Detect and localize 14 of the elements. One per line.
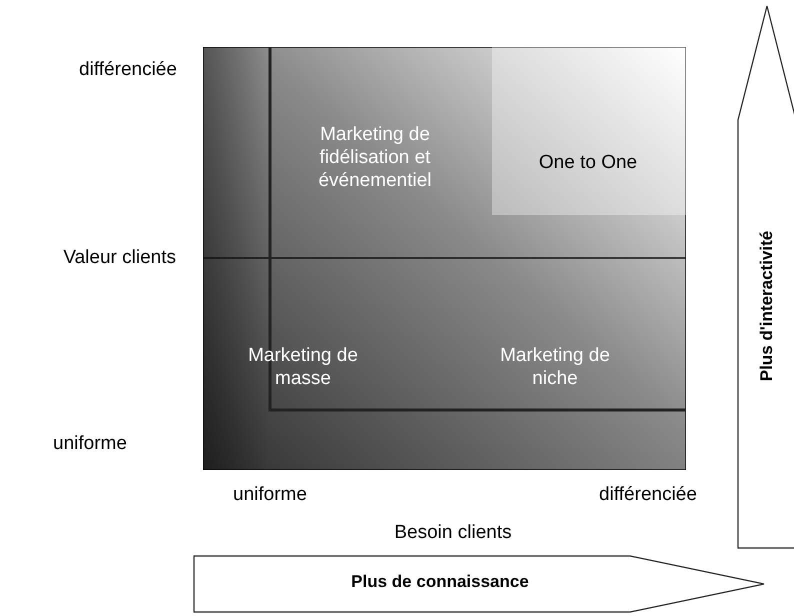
quadrant-label: Marketing de masse (247, 344, 359, 390)
quadrant-label: One to One (538, 150, 638, 174)
up-arrow-shape (737, 5, 794, 550)
right-arrow-shape (193, 555, 765, 613)
axis-label: Valeur clients (62, 246, 176, 269)
quadrant-label: Marketing de niche (499, 344, 611, 390)
axis-label: différenciée (598, 483, 698, 506)
axis-label: Besoin clients (393, 521, 513, 544)
axis-label: uniforme (52, 432, 128, 455)
arrow-label: Plus d'interactivité (757, 230, 776, 381)
axis-label: différenciée (78, 58, 178, 81)
axis-label: uniforme (232, 483, 308, 506)
quadrant-label: Marketing de fidélisation et événementiel (317, 122, 433, 192)
arrow-label: Plus de connaissance (351, 572, 529, 591)
